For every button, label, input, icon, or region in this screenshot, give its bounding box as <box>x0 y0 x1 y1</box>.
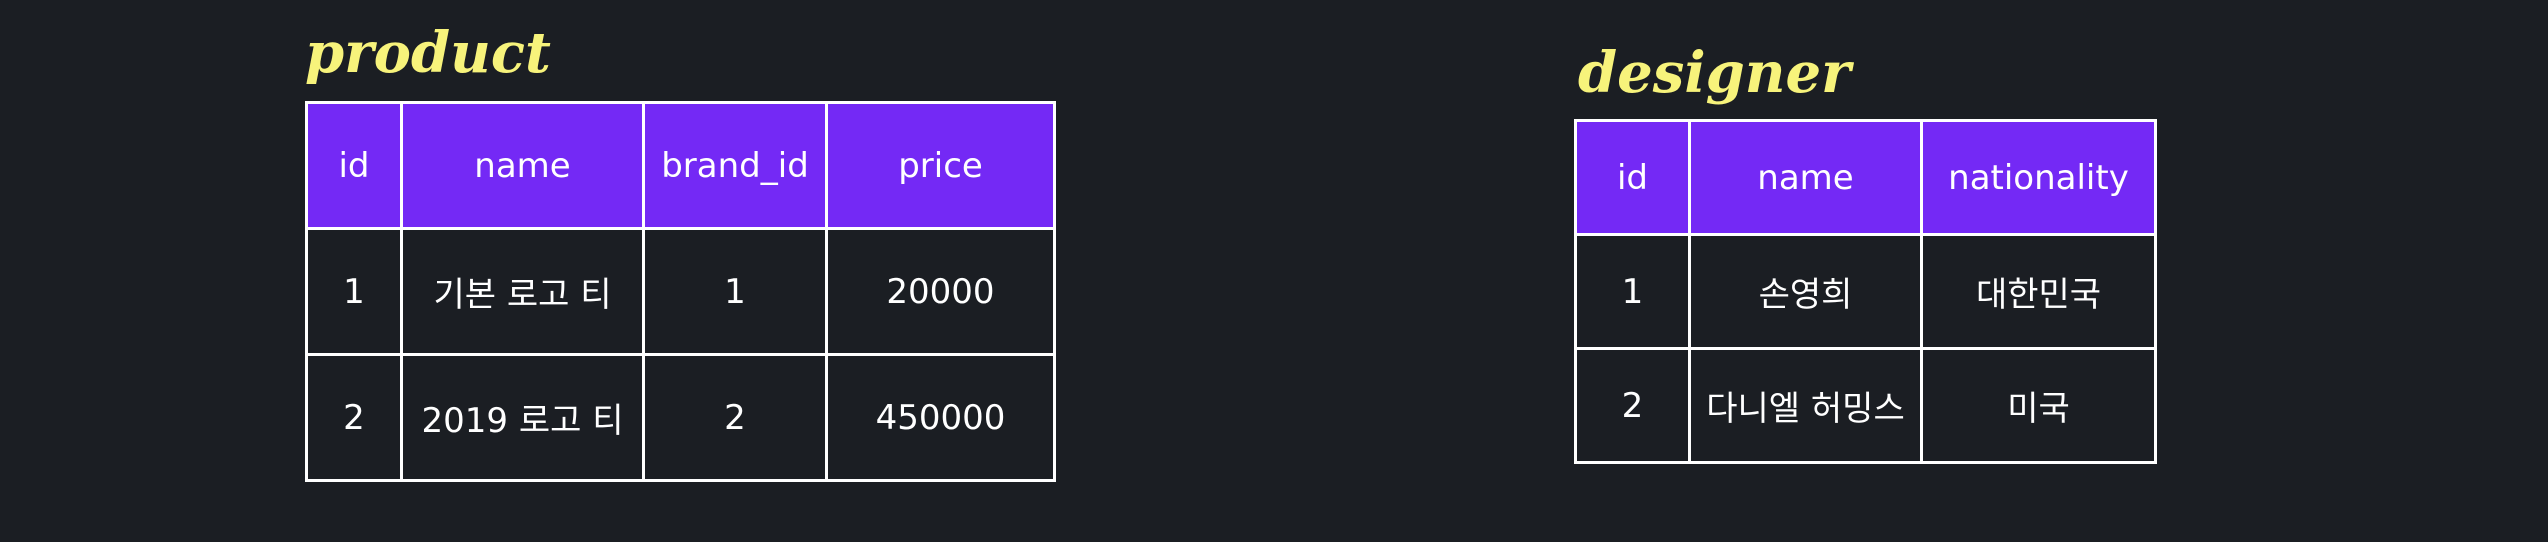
cell-name: 2019 로고 티 <box>400 353 645 482</box>
table-row: 1 손영희 대한민국 <box>1574 233 2157 350</box>
cell-brand-id: 2 <box>642 353 828 482</box>
table-header-row: id name brand_id price <box>305 101 1056 230</box>
table-row: 2 다니엘 허밍스 미국 <box>1574 347 2157 464</box>
column-header-id: id <box>305 101 403 230</box>
table-row: 1 기본 로고 티 1 20000 <box>305 227 1056 356</box>
table-header-row: id name nationality <box>1574 119 2157 236</box>
column-header-name: name <box>400 101 645 230</box>
column-header-brand-id: brand_id <box>642 101 828 230</box>
cell-id: 2 <box>1574 347 1691 464</box>
table-row: 2 2019 로고 티 2 450000 <box>305 353 1056 482</box>
column-header-id: id <box>1574 119 1691 236</box>
designer-table: id name nationality 1 손영희 대한민국 2 다니엘 허밍스… <box>1574 119 2157 464</box>
cell-id: 1 <box>305 227 403 356</box>
cell-brand-id: 1 <box>642 227 828 356</box>
designer-table-title: designer <box>1578 40 1851 106</box>
cell-id: 1 <box>1574 233 1691 350</box>
cell-price: 20000 <box>825 227 1056 356</box>
cell-name: 다니엘 허밍스 <box>1688 347 1923 464</box>
cell-nationality: 대한민국 <box>1920 233 2157 350</box>
cell-price: 450000 <box>825 353 1056 482</box>
cell-name: 기본 로고 티 <box>400 227 645 356</box>
column-header-nationality: nationality <box>1920 119 2157 236</box>
product-table: id name brand_id price 1 기본 로고 티 1 20000… <box>305 101 1056 482</box>
cell-nationality: 미국 <box>1920 347 2157 464</box>
product-table-title: product <box>305 20 551 86</box>
cell-name: 손영희 <box>1688 233 1923 350</box>
column-header-price: price <box>825 101 1056 230</box>
cell-id: 2 <box>305 353 403 482</box>
column-header-name: name <box>1688 119 1923 236</box>
